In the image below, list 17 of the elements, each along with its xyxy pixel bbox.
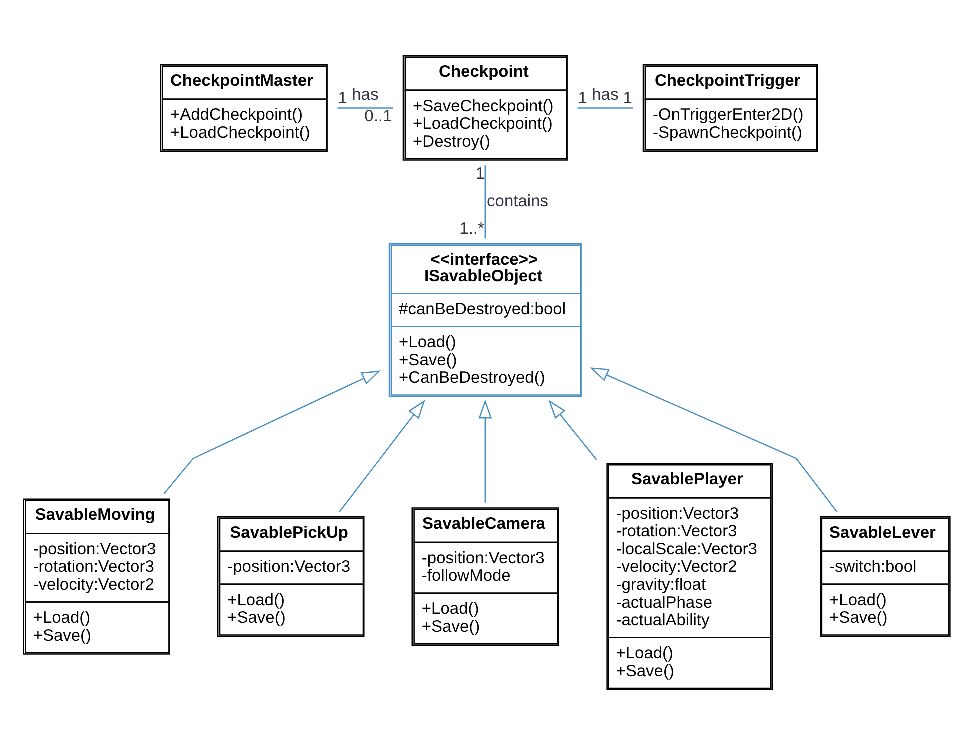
- connector: [578, 108, 633, 109]
- connector: [338, 108, 394, 109]
- edge-label: contains: [487, 192, 549, 211]
- arrow: [339, 400, 426, 512]
- label: 1: [578, 90, 588, 108]
- arrow: [164, 370, 381, 494]
- arrow: [590, 368, 838, 512]
- arrow: [548, 400, 598, 461]
- connector: [484, 166, 486, 239]
- edge-label: has: [352, 86, 379, 104]
- label: 1: [338, 90, 348, 108]
- label: 1: [476, 164, 485, 183]
- arrow: [478, 400, 492, 503]
- label: 0..1: [364, 107, 392, 126]
- label: 1..*: [460, 220, 484, 238]
- label: 1: [623, 90, 632, 108]
- edge-label: has: [592, 86, 619, 104]
